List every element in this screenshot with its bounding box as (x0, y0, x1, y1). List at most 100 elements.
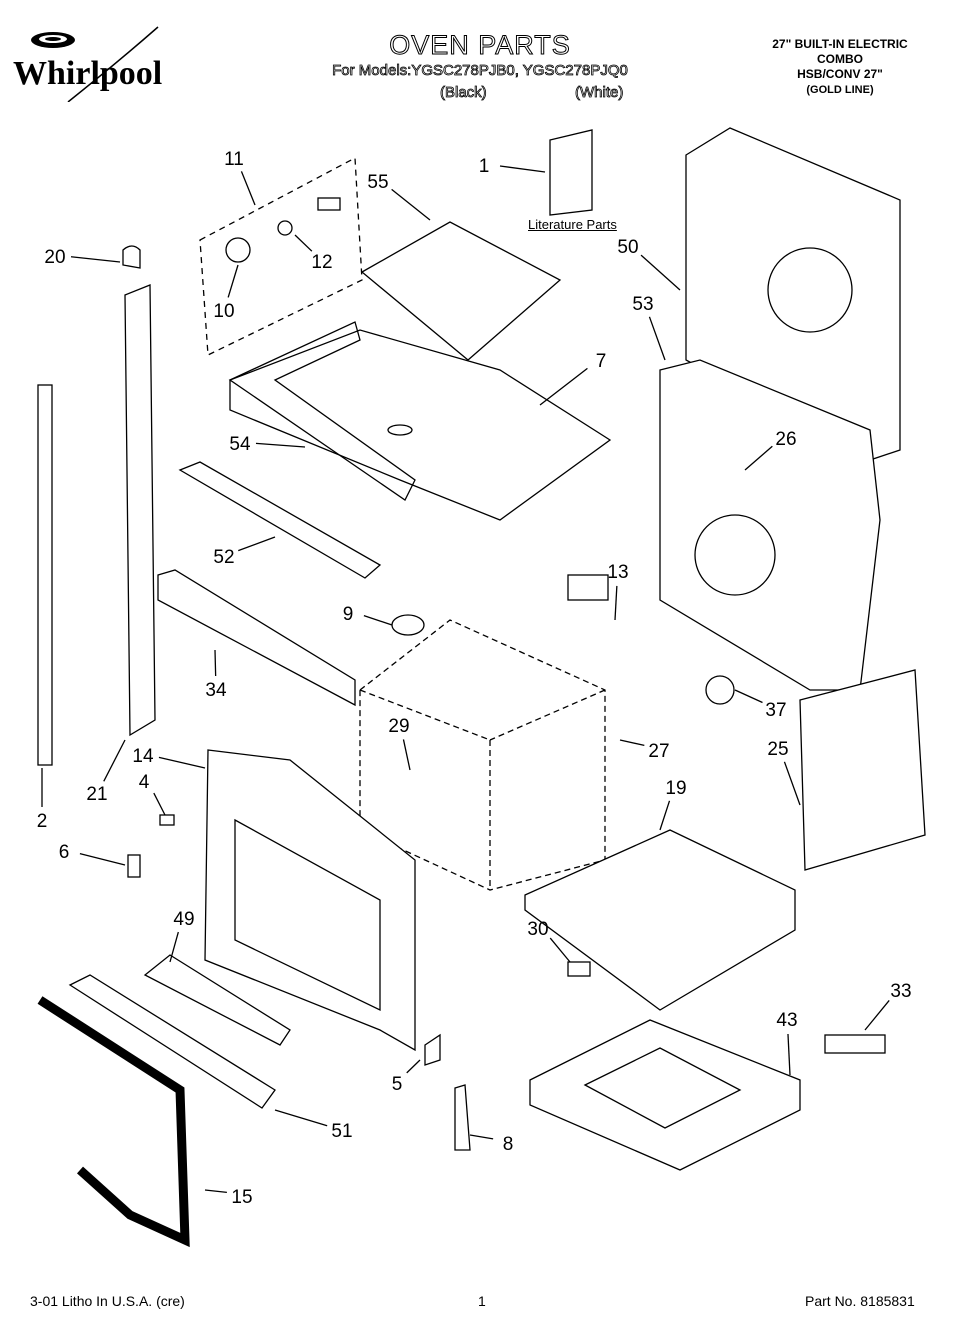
part-53 (659, 359, 881, 691)
leader-line (734, 689, 763, 704)
leader-line (549, 937, 571, 963)
callout-4: 4 (139, 772, 150, 793)
part-26 (694, 514, 776, 596)
callout-14: 14 (132, 746, 154, 767)
literature-parts-label: Literature Parts (528, 217, 617, 232)
part-54 (228, 321, 416, 501)
part-number: Part No. 8185831 (805, 1293, 915, 1309)
part-5 (424, 1033, 441, 1066)
leader-line (787, 1033, 791, 1076)
callout-2: 2 (37, 811, 48, 832)
leader-line (204, 1189, 227, 1194)
leader-line (402, 739, 411, 771)
part-33 (824, 1034, 886, 1054)
callout-19: 19 (665, 778, 686, 799)
whirlpool-logo: Whirlpool (13, 26, 162, 102)
leader-line (70, 256, 121, 263)
leader-line (391, 188, 431, 221)
callout-27: 27 (648, 741, 669, 762)
leader-line (274, 1109, 328, 1127)
part-11-group (199, 156, 363, 357)
part-4 (159, 814, 175, 826)
part-37 (705, 675, 735, 705)
part-8 (454, 1084, 471, 1151)
part-9 (391, 614, 425, 636)
product-line-2: COMBO (817, 52, 863, 66)
callout-25: 25 (767, 739, 788, 760)
part-51 (68, 974, 276, 1109)
callout-12: 12 (311, 252, 332, 273)
page-number: 1 (478, 1293, 486, 1309)
color-white: (White) (575, 84, 624, 102)
leader-line (158, 756, 206, 769)
leader-line (469, 1134, 494, 1140)
part-drawings (37, 127, 926, 1248)
leader-line (214, 649, 217, 677)
model-numbers: For Models:YGSC278PJB0, YGSC278PJQ0 (332, 62, 629, 80)
part-52 (178, 461, 382, 579)
leader-line (783, 761, 801, 806)
callout-8: 8 (503, 1134, 514, 1155)
callout-21: 21 (86, 784, 107, 805)
callout-55: 55 (367, 172, 388, 193)
part-12 (277, 220, 293, 236)
leader-line (499, 165, 546, 173)
color-black: (Black) (440, 84, 487, 102)
callout-54: 54 (229, 434, 251, 455)
part-15 (37, 996, 190, 1248)
callout-34: 34 (205, 680, 227, 701)
leader-line (294, 234, 313, 252)
callout-11: 11 (224, 149, 244, 170)
part-30 (567, 961, 591, 977)
product-line-3: HSB/CONV 27" (797, 67, 883, 81)
callout-37: 37 (765, 700, 786, 721)
callout-9: 9 (343, 604, 354, 625)
callout-20: 20 (44, 247, 65, 268)
leader-line (539, 367, 588, 406)
callout-53: 53 (632, 294, 653, 315)
leader-line (103, 739, 126, 782)
leader-line (363, 614, 393, 626)
part-55 (360, 221, 562, 361)
leader-line (227, 264, 239, 298)
page-title: OVEN PARTS (389, 30, 571, 61)
leader-line (406, 1059, 421, 1074)
callout-5: 5 (392, 1074, 403, 1095)
callout-6: 6 (59, 842, 70, 863)
part-25 (799, 669, 926, 871)
product-line-1: 27" BUILT-IN ELECTRIC (772, 37, 908, 51)
callout-30: 30 (527, 919, 548, 940)
product-line-4: (GOLD LINE) (806, 84, 874, 96)
callout-13: 13 (607, 562, 628, 583)
leader-line (648, 316, 666, 361)
callout-10: 10 (213, 301, 234, 322)
leader-line (240, 171, 256, 206)
leader-line (864, 1000, 890, 1031)
part-13 (567, 574, 609, 601)
callout-15: 15 (231, 1187, 252, 1208)
leader-line (640, 254, 681, 291)
part-7 (229, 329, 612, 521)
callout-49: 49 (173, 909, 194, 930)
leader-line (238, 536, 276, 552)
callout-26: 26 (775, 429, 796, 450)
leader-line (153, 792, 166, 816)
part-2 (37, 384, 53, 766)
callout-50: 50 (617, 237, 638, 258)
callout-1: 1 (479, 156, 490, 177)
leader-line (659, 800, 671, 831)
part-49 (143, 954, 291, 1046)
part-literature (549, 129, 593, 216)
callout-43: 43 (776, 1010, 797, 1031)
callout-33: 33 (890, 981, 911, 1002)
leader-line (255, 442, 306, 448)
leader-line (619, 739, 645, 747)
leader-line (744, 445, 773, 471)
leader-line (614, 585, 618, 621)
callout-51: 51 (331, 1121, 352, 1142)
leader-line (169, 931, 179, 963)
callout-52: 52 (213, 547, 234, 568)
